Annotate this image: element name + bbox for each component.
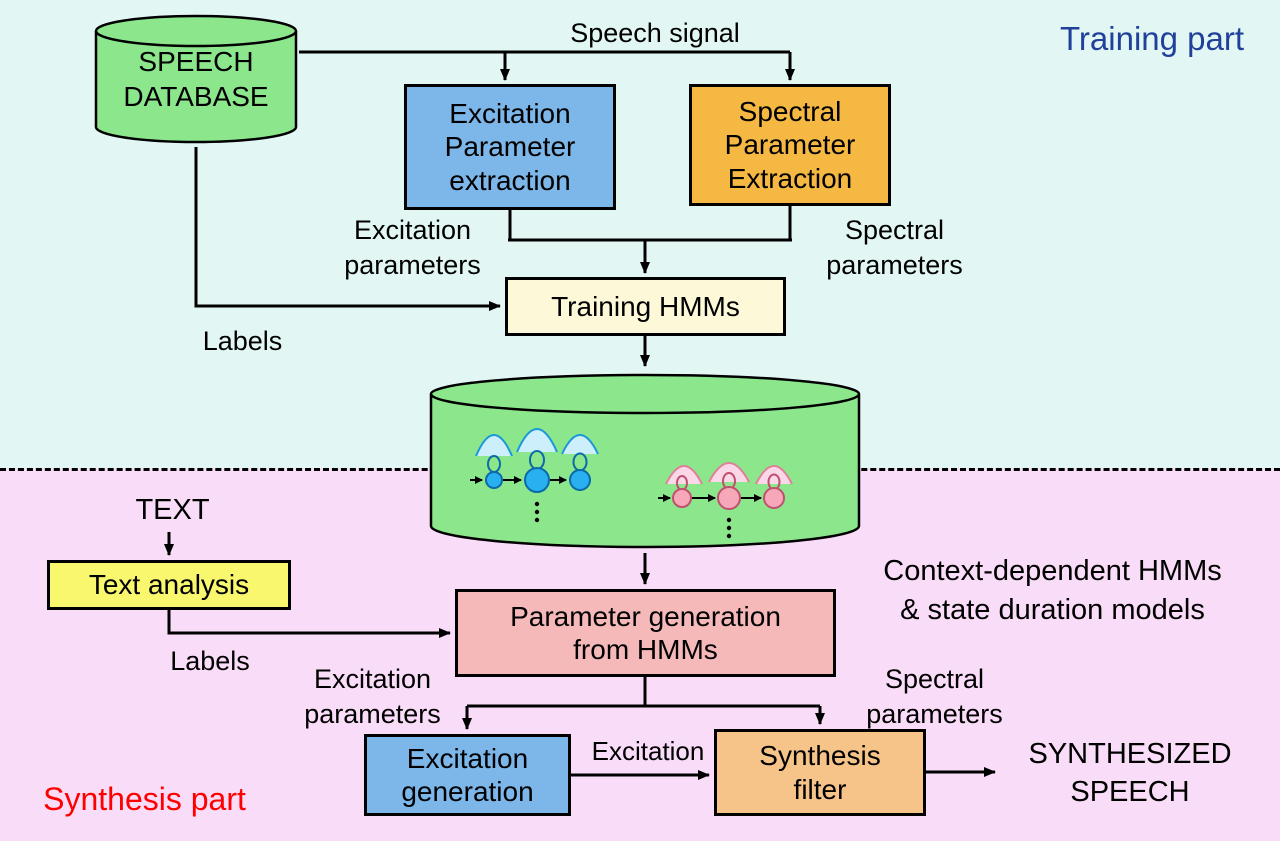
excitation-parameter-extraction-box: Excitation Parameter extraction <box>404 84 616 210</box>
synthesis-part-label: Synthesis part <box>43 781 246 817</box>
speech-database-cylinder <box>94 14 298 144</box>
text-input-label: TEXT <box>135 494 210 526</box>
excitation-parameters-top-label: Excitation parameters <box>344 215 481 281</box>
speech-signal-label: Speech signal <box>570 18 740 48</box>
labels-bottom-label: Labels <box>170 646 250 676</box>
excitation-generation-box: Excitation generation <box>364 734 571 816</box>
synthesis-filter-box: Synthesis filter <box>714 729 926 816</box>
text-analysis-box: Text analysis <box>47 560 291 610</box>
hmm-chain-pink-icon <box>658 462 793 539</box>
hmm-chain-blue-icon <box>470 428 599 523</box>
hmm-models-cylinder <box>429 373 861 549</box>
speech-database-label: SPEECH DATABASE <box>123 46 269 112</box>
excitation-parameters-bottom-label: Excitation parameters <box>304 664 441 730</box>
synthesized-speech-label: SYNTHESIZED SPEECH <box>1028 738 1232 808</box>
spectral-parameters-top-label: Spectral parameters <box>826 215 963 281</box>
spectral-parameters-bottom-label: Spectral parameters <box>866 664 1003 730</box>
spectral-parameter-extraction-box: Spectral Parameter Extraction <box>689 84 891 206</box>
training-hmms-box: Training HMMs <box>505 277 786 336</box>
training-part-label: Training part <box>1059 20 1245 57</box>
parameter-generation-box: Parameter generation from HMMs <box>455 589 836 677</box>
context-dependent-hmms-label: Context-dependent HMMs & state duration … <box>883 555 1222 627</box>
excitation-label: Excitation <box>591 736 705 766</box>
labels-top-label: Labels <box>202 326 283 356</box>
